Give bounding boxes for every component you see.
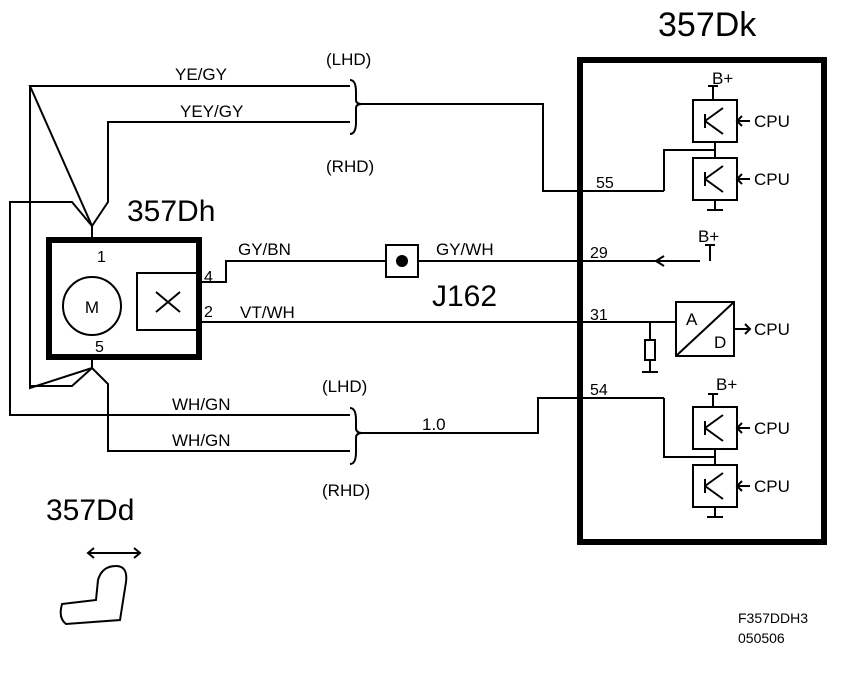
adc-d: D <box>714 333 726 352</box>
seat-outline-icon <box>59 564 128 626</box>
wire-to-pin-54 <box>362 397 664 434</box>
cpu-label-adc: CPU <box>754 320 790 339</box>
pin29-arrow <box>654 255 665 267</box>
cpu-label-3: CPU <box>754 419 790 438</box>
pin55-junction <box>663 149 715 191</box>
connector-label: J162 <box>432 280 497 313</box>
connector-pin-dot <box>396 255 408 267</box>
wire-label-gy-bn: GY/BN <box>238 240 291 259</box>
motor-unit-box <box>46 237 202 360</box>
cpu-label-2: CPU <box>754 170 790 189</box>
motor-symbol <box>62 276 122 336</box>
brace-top <box>349 79 363 135</box>
switch-low-2 <box>692 464 738 508</box>
switch-high-1 <box>692 99 738 143</box>
adc-a: A <box>686 310 698 329</box>
connector-j162 <box>385 244 419 278</box>
cpu-arrow-1 <box>735 115 750 127</box>
cpu-arrow-4 <box>735 480 750 492</box>
switch-low-1 <box>692 157 738 201</box>
wire-label-size: 1.0 <box>422 415 446 434</box>
wire-label-ye-gy: YE/GY <box>175 65 227 84</box>
switch-low-2-symbol <box>704 472 724 500</box>
fore-aft-arrow-icon <box>86 547 142 559</box>
ecu-pin-55: 55 <box>596 175 614 192</box>
date-code: 050506 <box>738 630 785 646</box>
wire-yey-gy <box>91 121 350 227</box>
cpu-arrow-adc <box>734 323 752 335</box>
adc-diagonal <box>675 301 735 357</box>
switch-high-2 <box>692 406 738 450</box>
bplus-stub-2 <box>708 393 718 407</box>
ecu-pin-29: 29 <box>590 245 608 262</box>
ecu-pin-54: 54 <box>590 382 608 399</box>
pin-label-4: 4 <box>204 269 213 286</box>
bplus-stub-1 <box>708 85 718 100</box>
ground-1 <box>707 200 723 211</box>
variant-lhd-bottom: (LHD) <box>322 377 367 396</box>
seat-icon <box>59 547 142 626</box>
control-unit-label: 357Dk <box>658 6 757 44</box>
pulldown-ground <box>642 360 658 373</box>
ecu-pin-31: 31 <box>590 307 608 324</box>
wire-pin5-left <box>29 86 93 387</box>
wire-wh-gn-2 <box>91 367 350 452</box>
wire-to-pin-55 <box>362 103 664 192</box>
brace-bottom <box>349 407 363 465</box>
motor-unit-label: 357Dh <box>127 195 215 228</box>
pin-label-5: 5 <box>95 339 104 356</box>
bplus-stub-29 <box>705 244 715 261</box>
position-sensor-box <box>136 272 199 331</box>
wire-label-vt-wh: VT/WH <box>240 303 295 322</box>
wire-ye-gy <box>28 85 350 240</box>
switch-high-2-symbol <box>704 414 724 442</box>
variant-rhd-bottom: (RHD) <box>322 481 370 500</box>
control-unit-box <box>577 57 827 545</box>
wire-pin5-loop <box>29 357 93 390</box>
cpu-arrow-2 <box>735 173 750 185</box>
component-label: 357Dd <box>46 494 134 527</box>
ground-2 <box>707 507 723 518</box>
cpu-arrow-3 <box>735 422 750 434</box>
cpu-label-4: CPU <box>754 477 790 496</box>
switch-low-1-symbol <box>704 165 724 193</box>
wire-label-gy-wh: GY/WH <box>436 240 494 259</box>
variant-rhd-top: (RHD) <box>326 157 374 176</box>
wire-wh-gn-1 <box>9 201 350 416</box>
cpu-label-1: CPU <box>754 112 790 131</box>
wire-label-yey-gy: YEY/GY <box>180 102 243 121</box>
bplus-label-29: B+ <box>698 227 719 246</box>
sensor-cross-b <box>155 291 181 313</box>
wire-label-wh-gn-1: WH/GN <box>172 395 231 414</box>
pin-label-1: 1 <box>97 249 106 266</box>
pin-label-2: 2 <box>204 304 213 321</box>
wire-gy-bn <box>198 260 386 283</box>
bplus-label-1: B+ <box>712 69 733 88</box>
motor-letter: M <box>85 298 99 317</box>
bplus-label-2: B+ <box>716 375 737 394</box>
figure-id: F357DDH3 <box>738 610 808 626</box>
wire-label-wh-gn-2: WH/GN <box>172 431 231 450</box>
pulldown-resistor <box>644 339 656 361</box>
switch-high-1-symbol <box>704 107 724 135</box>
pin54-junction <box>663 398 715 458</box>
variant-lhd-top: (LHD) <box>326 50 371 69</box>
